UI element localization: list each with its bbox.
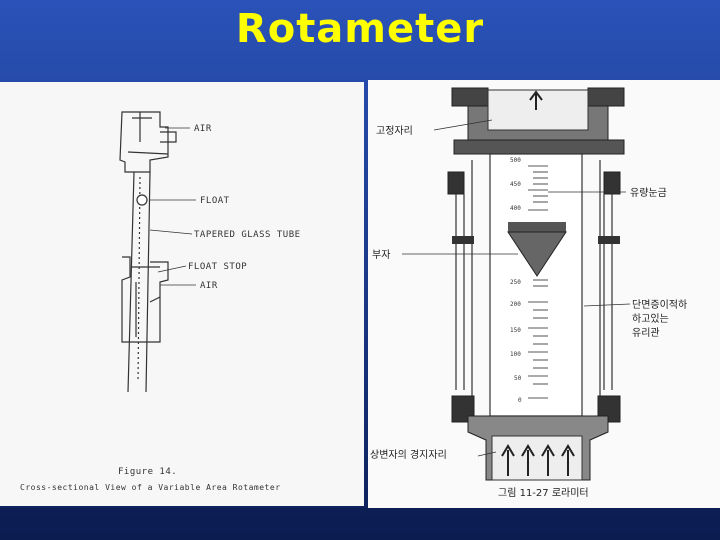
bottom-fitting bbox=[121, 256, 169, 343]
variable-area-rotameter-diagram: AIR FLOAT TAPERED GLASS TUBE FLOAT STOP … bbox=[20, 111, 301, 492]
label-float-stop: FLOAT STOP bbox=[188, 262, 247, 272]
scale-tick-marks bbox=[528, 165, 548, 399]
glass-tube bbox=[489, 153, 583, 417]
left-diagram-panel: AIR FLOAT TAPERED GLASS TUBE FLOAT STOP … bbox=[0, 82, 364, 506]
float-shape bbox=[136, 194, 148, 206]
tapered-glass-tube bbox=[127, 171, 151, 393]
tick-250: 250 bbox=[510, 279, 521, 286]
side-clamps bbox=[452, 236, 620, 244]
leader-lines bbox=[149, 127, 196, 286]
caption-figure-number: Figure 14. bbox=[118, 467, 177, 477]
tick-200: 200 bbox=[510, 301, 521, 308]
label-air-top: AIR bbox=[194, 124, 212, 134]
label-float: FLOAT bbox=[200, 196, 230, 206]
right-leader-lines bbox=[402, 119, 631, 457]
label-air-bottom: AIR bbox=[200, 281, 218, 291]
label-tube-line1: 단면증이적하 bbox=[632, 298, 687, 311]
slide-title: Rotameter bbox=[235, 6, 485, 52]
tick-100: 100 bbox=[510, 351, 521, 358]
label-bottom-fixing: 상변자의 경지자리 bbox=[370, 448, 447, 461]
top-flange bbox=[447, 87, 625, 195]
label-tapered-tube: TAPERED GLASS TUBE bbox=[194, 230, 301, 240]
label-flow-scale: 유량눈금 bbox=[630, 187, 667, 199]
tick-500: 500 bbox=[510, 157, 521, 164]
top-fitting bbox=[119, 111, 177, 173]
scale-tick-labels: 500 450 400 250 200 150 100 50 0 bbox=[510, 157, 522, 404]
caption-text: Cross-sectional View of a Variable Area … bbox=[20, 483, 281, 492]
rotameter-detail-diagram: 500 450 400 250 200 150 100 50 0 bbox=[370, 87, 687, 499]
float-cone bbox=[507, 222, 567, 277]
tick-50: 50 bbox=[514, 375, 522, 382]
right-caption: 그림 11-27 로라미터 bbox=[498, 487, 589, 499]
tick-150: 150 bbox=[510, 327, 521, 334]
tick-450: 450 bbox=[510, 181, 521, 188]
tick-400: 400 bbox=[510, 205, 521, 212]
label-tube-line2: 하고있는 bbox=[632, 312, 669, 325]
tick-0: 0 bbox=[518, 397, 522, 404]
bottom-flange bbox=[451, 395, 621, 481]
tie-rods bbox=[455, 160, 613, 410]
right-diagram-panel: 500 450 400 250 200 150 100 50 0 bbox=[368, 80, 720, 508]
label-top-fixing: 고정자리 bbox=[376, 125, 413, 137]
label-tube-line3: 유리관 bbox=[632, 327, 660, 339]
label-float-kr: 부자 bbox=[372, 249, 390, 261]
